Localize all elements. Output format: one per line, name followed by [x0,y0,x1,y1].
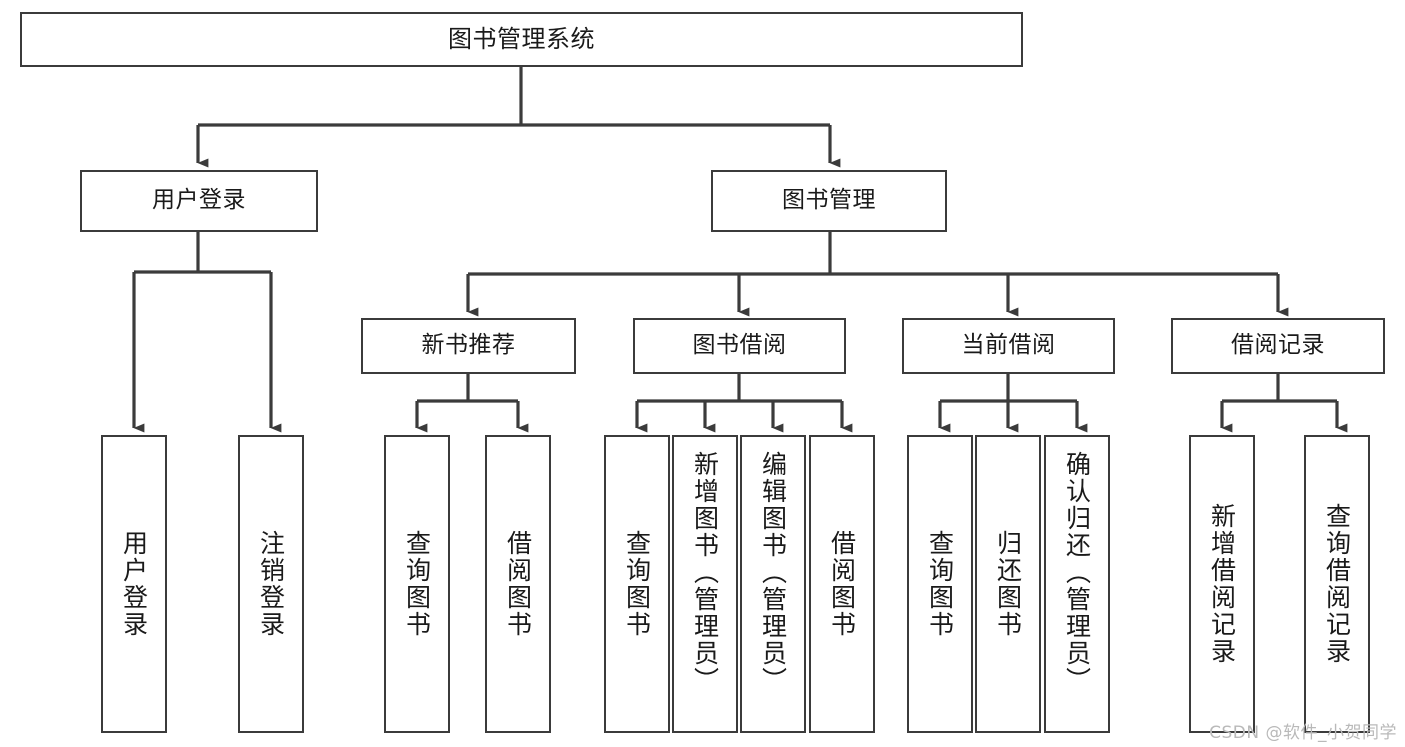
node-book-management[interactable]: 图书管理 [711,170,947,232]
csdn-watermark: CSDN @软件_小贺同学 [1209,723,1397,743]
leaf-query-book-recommend[interactable]: 查询图书 [384,435,450,733]
node-borrow-record[interactable]: 借阅记录 [1171,318,1385,374]
leaf-edit-book-admin-label: 编辑图书（管理员） [758,451,788,694]
leaf-query-borrow-record-label: 查询借阅记录 [1322,503,1352,665]
leaf-query-book-borrow-label: 查询图书 [622,530,652,638]
leaf-confirm-return-admin[interactable]: 确认归还（管理员） [1044,435,1110,733]
node-borrow-record-label: 借阅记录 [1231,332,1325,359]
leaf-borrow-book-borrow[interactable]: 借阅图书 [809,435,875,733]
node-new-book-recommend[interactable]: 新书推荐 [361,318,576,374]
leaf-borrow-book-recommend-label: 借阅图书 [503,530,533,638]
leaf-return-book[interactable]: 归还图书 [975,435,1041,733]
leaf-confirm-return-admin-label: 确认归还（管理员） [1062,451,1092,694]
leaf-query-book-current-label: 查询图书 [925,530,955,638]
leaf-borrow-book-borrow-label: 借阅图书 [827,530,857,638]
node-user-login-label: 用户登录 [152,187,246,214]
leaf-logout-label: 注销登录 [256,530,286,638]
node-root-book-management-system[interactable]: 图书管理系统 [20,12,1023,67]
leaf-query-book-borrow[interactable]: 查询图书 [604,435,670,733]
leaf-add-borrow-record[interactable]: 新增借阅记录 [1189,435,1255,733]
leaf-user-login-label: 用户登录 [119,530,149,638]
node-book-borrow[interactable]: 图书借阅 [633,318,846,374]
leaf-edit-book-admin[interactable]: 编辑图书（管理员） [740,435,806,733]
leaf-query-book-recommend-label: 查询图书 [402,530,432,638]
leaf-borrow-book-recommend[interactable]: 借阅图书 [485,435,551,733]
leaf-add-borrow-record-label: 新增借阅记录 [1207,503,1237,665]
node-new-book-recommend-label: 新书推荐 [421,332,516,359]
node-book-borrow-label: 图书借阅 [692,332,787,359]
leaf-return-book-label: 归还图书 [993,530,1023,638]
leaf-query-book-current[interactable]: 查询图书 [907,435,973,733]
leaf-logout[interactable]: 注销登录 [238,435,304,733]
node-user-login[interactable]: 用户登录 [80,170,318,232]
leaf-query-borrow-record[interactable]: 查询借阅记录 [1304,435,1370,733]
node-book-management-label: 图书管理 [782,187,876,214]
leaf-add-book-admin[interactable]: 新增图书（管理员） [672,435,738,733]
leaf-add-book-admin-label: 新增图书（管理员） [690,451,720,694]
node-current-borrow[interactable]: 当前借阅 [902,318,1115,374]
node-root-label: 图书管理系统 [448,25,595,54]
node-current-borrow-label: 当前借阅 [961,332,1056,359]
leaf-user-login[interactable]: 用户登录 [101,435,167,733]
